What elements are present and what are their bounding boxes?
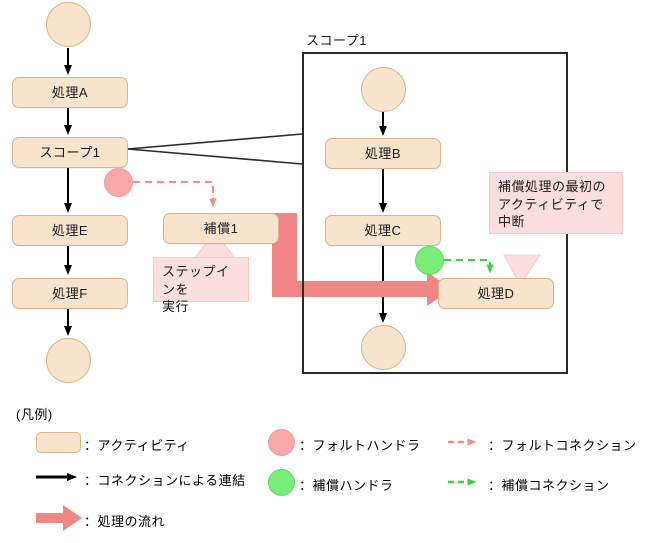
legend-fault-connection-text: ：フォルトコネクション — [488, 438, 637, 453]
legend-process-flow-text: ：処理の流れ — [84, 514, 166, 529]
activity-scope-1-label: スコープ1 — [39, 145, 101, 160]
activity-process-f[interactable]: 処理F — [12, 278, 128, 309]
legend-comp-handler-icon — [268, 469, 295, 496]
scope-end-circle — [361, 325, 406, 370]
scope-expansion-bottom — [127, 148, 303, 165]
legend-fault-handler-icon — [268, 429, 295, 456]
break-callout: 補償処理の最初の アクティビティで 中断 — [489, 172, 623, 234]
activity-process-c-label: 処理C — [364, 223, 402, 238]
activity-scope-1[interactable]: スコープ1 — [12, 137, 128, 168]
fault-connection — [133, 181, 217, 208]
compensation-handler-icon[interactable] — [415, 246, 444, 275]
scope-expansion-lines — [127, 133, 303, 165]
activity-process-f-label: 処理F — [52, 286, 88, 301]
activity-compensation-1[interactable]: 補償1 — [163, 213, 279, 244]
activity-process-d[interactable]: 処理D — [438, 278, 554, 309]
legend-activity-text: ：アクティビティ — [84, 438, 190, 453]
activity-process-b[interactable]: 処理B — [325, 138, 441, 169]
activity-process-a[interactable]: 処理A — [12, 77, 128, 108]
activity-process-b-label: 処理B — [364, 146, 402, 161]
legend-fault-handler-text: ：フォルトハンドラ — [299, 438, 421, 453]
legend-title: (凡例) — [16, 407, 53, 422]
legend-connection-text: ：コネクションによる連結 — [84, 473, 246, 488]
scope-start-circle — [361, 67, 406, 112]
activity-process-a-label: 処理A — [51, 85, 89, 100]
legend-activity-swatch-icon — [36, 432, 81, 453]
scope-container-label: スコープ1 — [306, 33, 367, 48]
fault-handler-icon[interactable] — [104, 168, 133, 197]
activity-process-c[interactable]: 処理C — [325, 215, 441, 246]
activity-process-e-label: 処理E — [51, 223, 89, 238]
left-end-circle — [46, 338, 91, 383]
activity-process-e[interactable]: 処理E — [12, 215, 128, 246]
legend-comp-connection-text: ：補償コネクション — [488, 478, 610, 493]
step-in-callout: ステップインを 実行 — [153, 257, 249, 314]
legend-thick-pink-arrow-icon — [36, 505, 82, 531]
fault-connection-path — [133, 181, 217, 208]
scope-expansion-top — [127, 133, 303, 150]
legend-comp-handler-text: ：補償ハンドラ — [299, 478, 394, 493]
activity-compensation-1-label: 補償1 — [203, 221, 239, 236]
activity-process-d-label: 処理D — [477, 286, 515, 301]
left-start-circle — [46, 2, 91, 47]
